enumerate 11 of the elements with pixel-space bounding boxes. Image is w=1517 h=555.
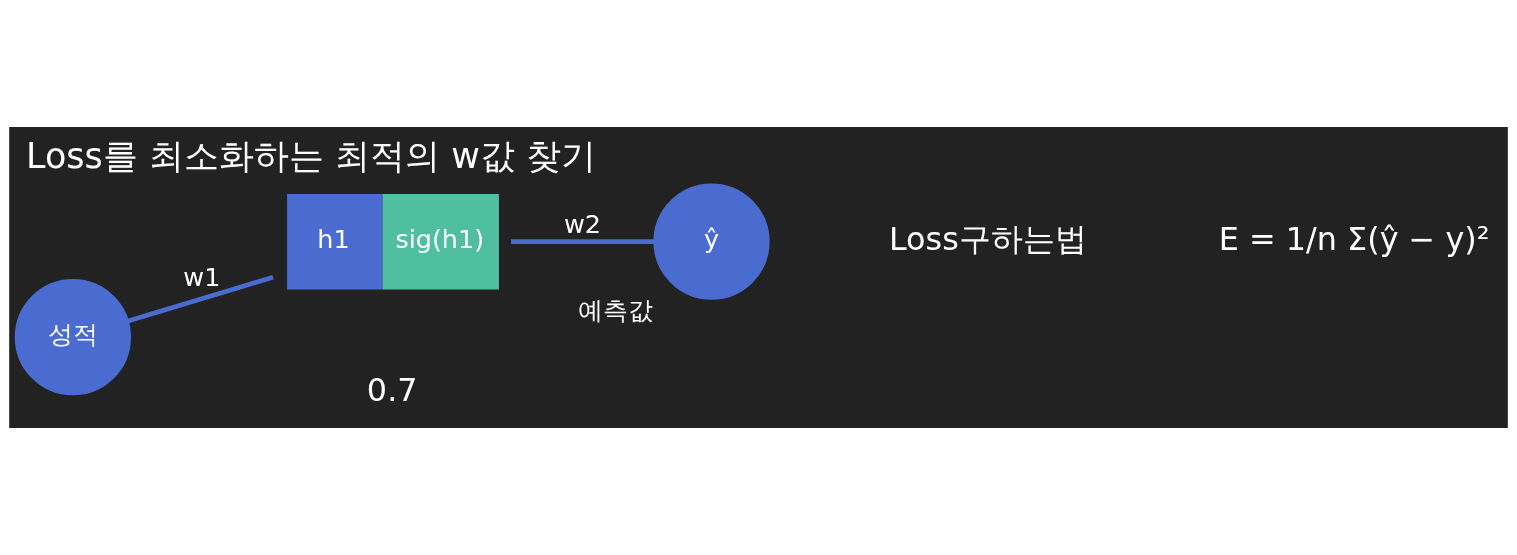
node-label: 예측값: [578, 295, 654, 326]
label: E = 1/n Σ(ŷ − y)²: [1218, 219, 1490, 258]
node-circle: ŷ: [653, 183, 770, 300]
connector: [127, 274, 274, 324]
diagram-title: Loss를 최소화하는 최적의 w값 찾기: [26, 134, 596, 176]
connector: [511, 239, 654, 245]
edge-label: w1: [183, 261, 221, 292]
label: 0.7: [366, 370, 418, 409]
node-circle: 성적: [14, 279, 131, 396]
label: Loss구하는법: [888, 219, 1087, 258]
edge-label: w2: [564, 209, 602, 240]
